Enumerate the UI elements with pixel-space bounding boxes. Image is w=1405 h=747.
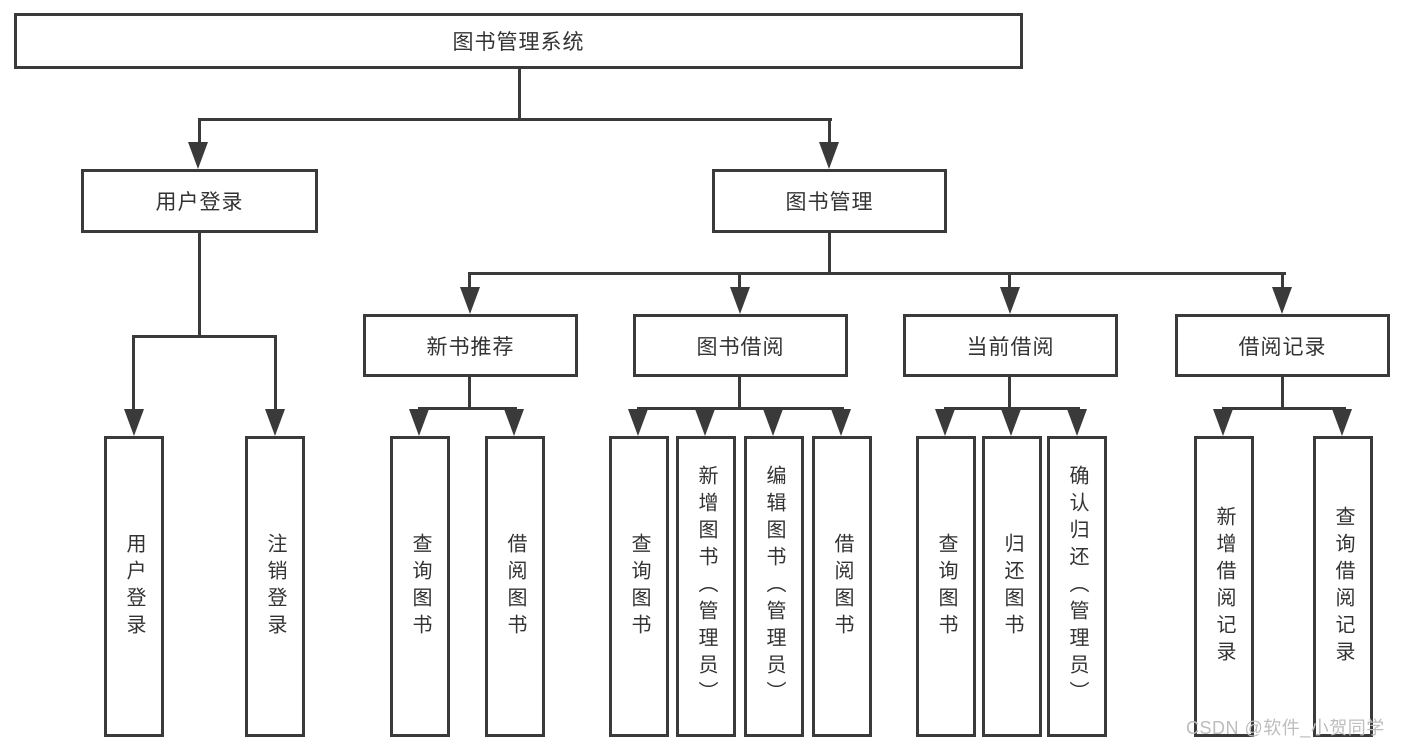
- connector-leaf-bar: [637, 407, 844, 410]
- leaf-edit-books-admin: 编辑图书（管理员）: [744, 436, 804, 737]
- node-current-borrowing-label: 当前借阅: [966, 335, 1055, 359]
- connector-book-mgmt-stem: [828, 118, 831, 144]
- connector-user-login-bar: [132, 335, 277, 338]
- arrow-down-icon: [188, 142, 208, 169]
- leaf-user-login: 用户登录: [104, 436, 164, 737]
- arrow-down-icon: [124, 409, 144, 436]
- connector-leaf-stem: [274, 335, 277, 412]
- arrow-down-icon: [763, 409, 783, 436]
- connector-leaf-stem: [132, 335, 135, 412]
- connector-section-down: [1281, 377, 1284, 409]
- node-book-borrowing-label: 图书借阅: [696, 335, 785, 359]
- arrow-down-icon: [695, 409, 715, 436]
- leaf-add-books-admin: 新增图书（管理员）: [676, 436, 736, 737]
- leaf-query-borrow-record: 查询借阅记录: [1313, 436, 1373, 737]
- arrow-down-icon: [1067, 409, 1087, 436]
- node-library-system: 图书管理系统: [14, 13, 1023, 69]
- leaf-query-books-borrowing: 查询图书: [609, 436, 669, 737]
- arrow-down-icon: [819, 142, 839, 169]
- connector-section-stem: [1281, 272, 1284, 288]
- connector-section-stem: [1008, 272, 1011, 288]
- arrow-down-icon: [1272, 287, 1292, 314]
- node-borrowing-records: 借阅记录: [1175, 314, 1390, 377]
- node-user-login-label: 用户登录: [155, 191, 244, 214]
- node-book-borrowing: 图书借阅: [633, 314, 848, 377]
- arrow-down-icon: [460, 287, 480, 314]
- connector-level2-bar: [468, 272, 1286, 275]
- leaf-add-borrow-record: 新增借阅记录: [1194, 436, 1254, 737]
- connector-user-login-stem: [198, 118, 201, 144]
- node-book-management: 图书管理: [712, 169, 947, 233]
- leaf-borrow-books-borrowing: 借阅图书: [812, 436, 872, 737]
- connector-section-down: [1008, 377, 1011, 409]
- connector-section-stem: [738, 272, 741, 288]
- node-new-book-recommendation: 新书推荐: [363, 314, 578, 377]
- arrow-down-icon: [628, 409, 648, 436]
- arrow-down-icon: [935, 409, 955, 436]
- leaf-borrow-books-recommend: 借阅图书: [485, 436, 545, 737]
- node-library-system-label: 图书管理系统: [452, 31, 585, 54]
- watermark: CSDN @软件_小贺同学: [1186, 718, 1385, 738]
- arrow-down-icon: [730, 287, 750, 314]
- arrow-down-icon: [1000, 287, 1020, 314]
- connector-book-mgmt-down: [828, 233, 831, 274]
- connector-user-login-down: [198, 233, 201, 338]
- node-new-book-recommendation-label: 新书推荐: [426, 335, 515, 359]
- node-book-management-label: 图书管理: [785, 191, 874, 214]
- arrow-down-icon: [504, 409, 524, 436]
- connector-section-down: [738, 377, 741, 409]
- arrow-down-icon: [409, 409, 429, 436]
- connector-section-stem: [468, 272, 471, 288]
- connector-root-stem: [518, 68, 521, 118]
- node-user-login: 用户登录: [81, 169, 318, 233]
- leaf-confirm-return-admin: 确认归还（管理员）: [1047, 436, 1107, 737]
- leaf-query-books-recommend: 查询图书: [390, 436, 450, 737]
- connector-section-down: [468, 377, 471, 409]
- connector-leaf-bar: [1222, 407, 1346, 410]
- leaf-query-books-current: 查询图书: [916, 436, 976, 737]
- leaf-logout: 注销登录: [245, 436, 305, 737]
- node-borrowing-records-label: 借阅记录: [1238, 335, 1327, 359]
- leaf-return-books: 归还图书: [982, 436, 1042, 737]
- arrow-down-icon: [831, 409, 851, 436]
- connector-leaf-bar: [418, 407, 517, 410]
- arrow-down-icon: [1213, 409, 1233, 436]
- arrow-down-icon: [1001, 409, 1021, 436]
- node-current-borrowing: 当前借阅: [903, 314, 1118, 377]
- connector-level1-bar: [198, 118, 832, 121]
- arrow-down-icon: [265, 409, 285, 436]
- arrow-down-icon: [1332, 409, 1352, 436]
